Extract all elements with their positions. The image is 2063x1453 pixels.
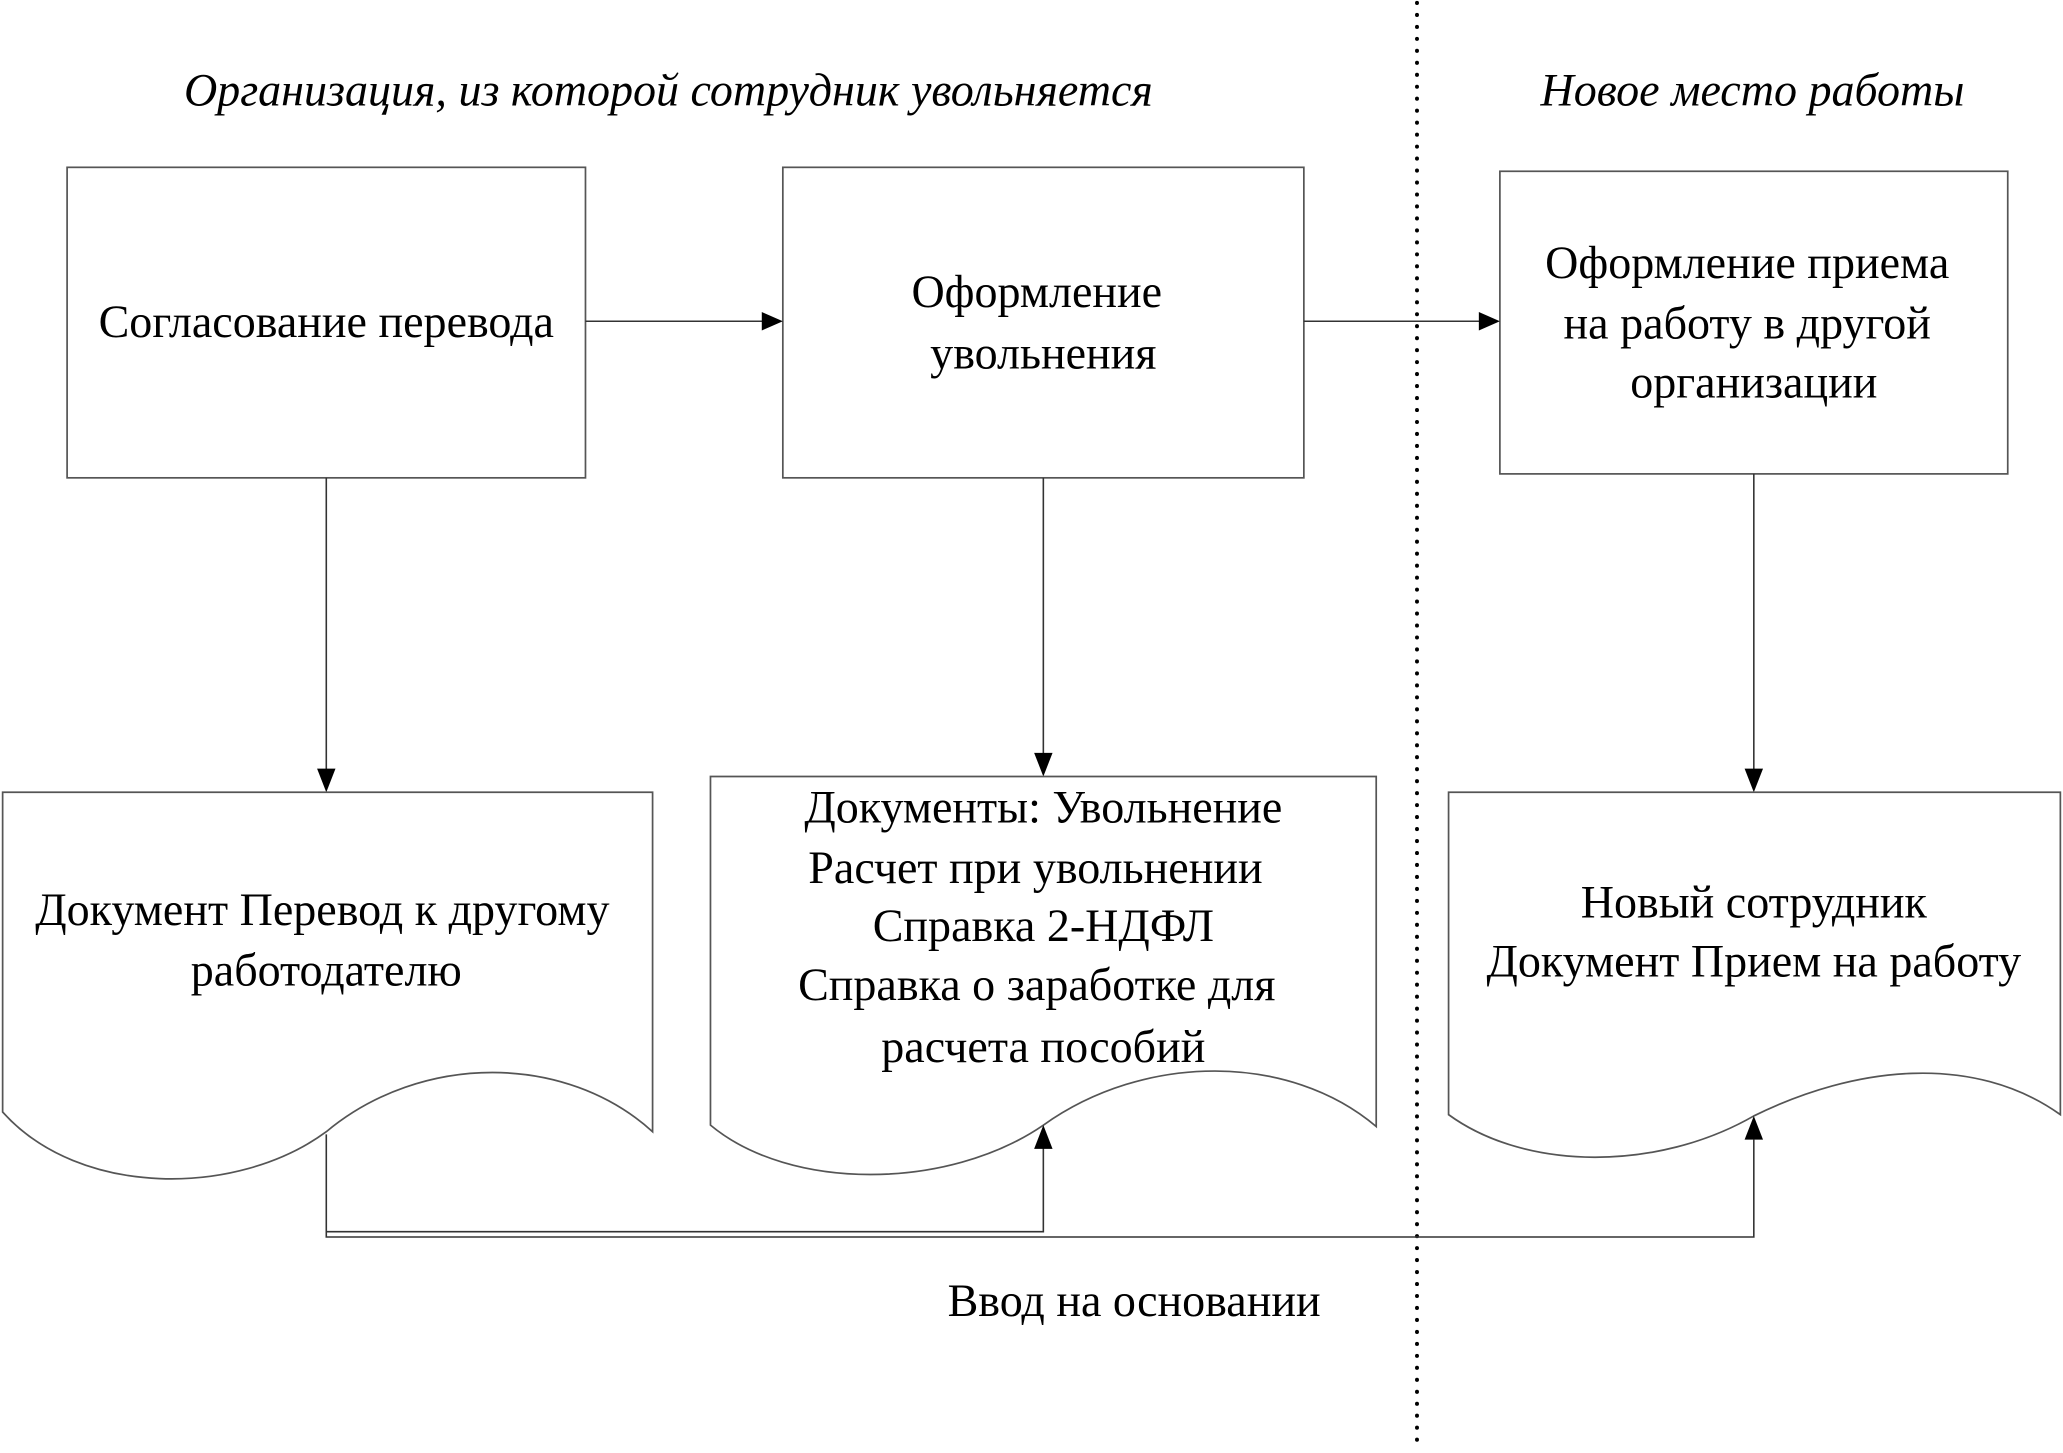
arrowhead-icon [1744,768,1764,793]
document-dismissal: Документы: Увольнение Расчет при увольне… [709,775,1378,1176]
arrowhead-icon [1744,1115,1764,1140]
arrowhead-icon [1034,1125,1053,1149]
process-label: Оформление приема [1545,237,1949,288]
document-label: Документ Перевод к другому [35,884,609,935]
edge-p2-d2 [1034,477,1053,777]
document-label: Расчет при увольнении [808,842,1262,893]
process-approve-transfer: Согласование перевода [66,166,587,479]
process-label: организации [1630,357,1877,408]
arrowhead-icon [317,768,336,793]
process-label: на работу в другой [1564,297,1931,348]
connector-label: Ввод на основании [948,1275,1321,1326]
arrowhead-icon [1478,312,1500,331]
document-transfer: Документ Перевод к другому работодателю [1,791,654,1180]
edge-p1-d1 [317,477,336,793]
document-label: Новый сотрудник [1581,876,1928,927]
process-hiring-new-org: Оформление приема на работу в другой орг… [1499,170,2009,475]
arrowhead-icon [1034,752,1053,777]
edge-p2-p3 [1303,312,1500,331]
document-new-employee: Новый сотрудник Документ Прием на работу [1447,791,2062,1158]
document-label: Документы: Увольнение [804,782,1282,833]
process-label: Согласование перевода [99,296,554,347]
edge-p3-d3 [1744,473,1764,793]
document-label: работодателю [191,945,462,996]
process-dismissal: Оформление увольнения [781,166,1305,479]
document-label: расчета пособий [881,1021,1205,1072]
process-label: Оформление [911,266,1162,317]
header-right: Новое место работы [1539,64,1964,115]
header-left: Организация, из которой сотрудник увольн… [184,64,1153,115]
edge-d1-d3 [325,1115,1764,1238]
document-label: Справка 2-НДФЛ [873,900,1214,951]
process-label: увольнения [930,328,1156,379]
edge-d1-d2 [325,1125,1053,1233]
edge-p1-p2 [585,312,783,331]
arrowhead-icon [761,312,783,331]
document-label: Справка о заработке для [798,959,1275,1010]
document-label: Документ Прием на работу [1486,935,2021,986]
